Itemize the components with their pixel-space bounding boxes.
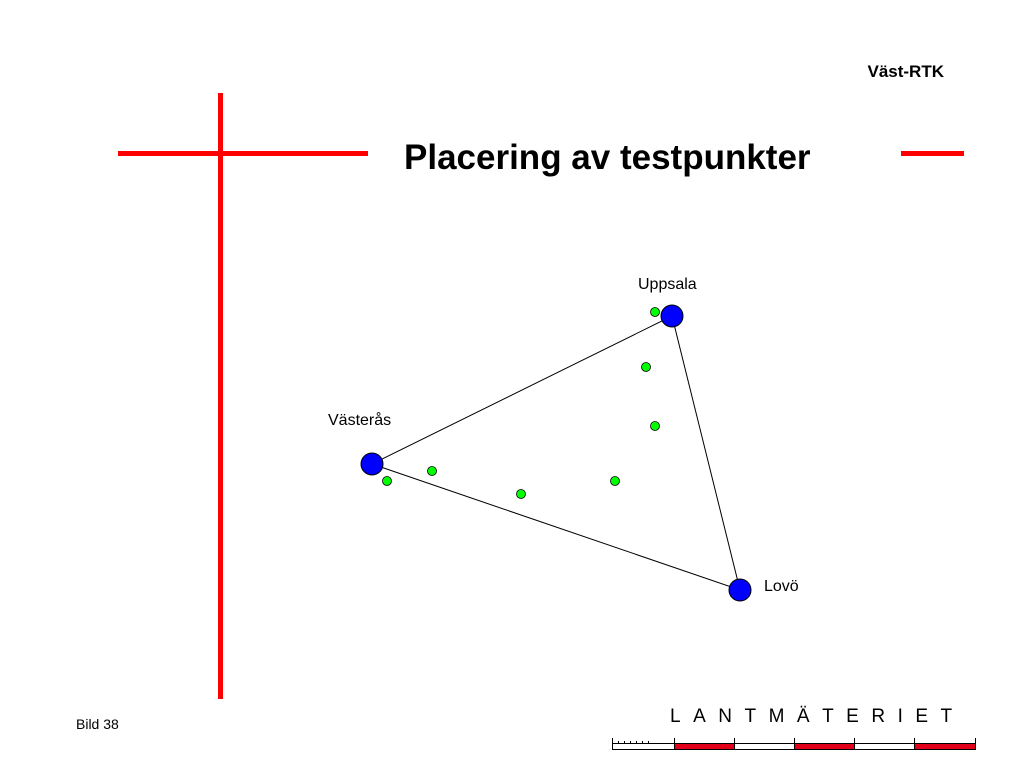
test-point (610, 476, 620, 486)
red-vertical-line (218, 93, 223, 699)
red-horizontal-line-left (118, 151, 368, 156)
logo-scale-bar (612, 738, 976, 750)
header-label: Väst-RTK (867, 62, 944, 81)
station-uppsala (660, 304, 684, 328)
station-vasteras (360, 452, 384, 476)
station-triangle (370, 315, 741, 591)
station-lovo (728, 578, 752, 602)
test-point (382, 476, 392, 486)
red-horizontal-line-right (901, 151, 964, 156)
test-point (650, 421, 660, 431)
slide-number: Bild 38 (76, 716, 119, 732)
test-point (516, 489, 526, 499)
test-point (427, 466, 437, 476)
lantmateriet-logo: LANTMÄTERIET (612, 706, 976, 750)
test-point (641, 362, 651, 372)
logo-text: LANTMÄTERIET (670, 706, 965, 727)
station-label-uppsala: Uppsala (638, 276, 697, 293)
test-point (650, 307, 660, 317)
slide-title: Placering av testpunkter (404, 138, 811, 177)
station-label-lovo: Lovö (764, 578, 799, 595)
station-label-vasteras: Västerås (328, 411, 391, 429)
